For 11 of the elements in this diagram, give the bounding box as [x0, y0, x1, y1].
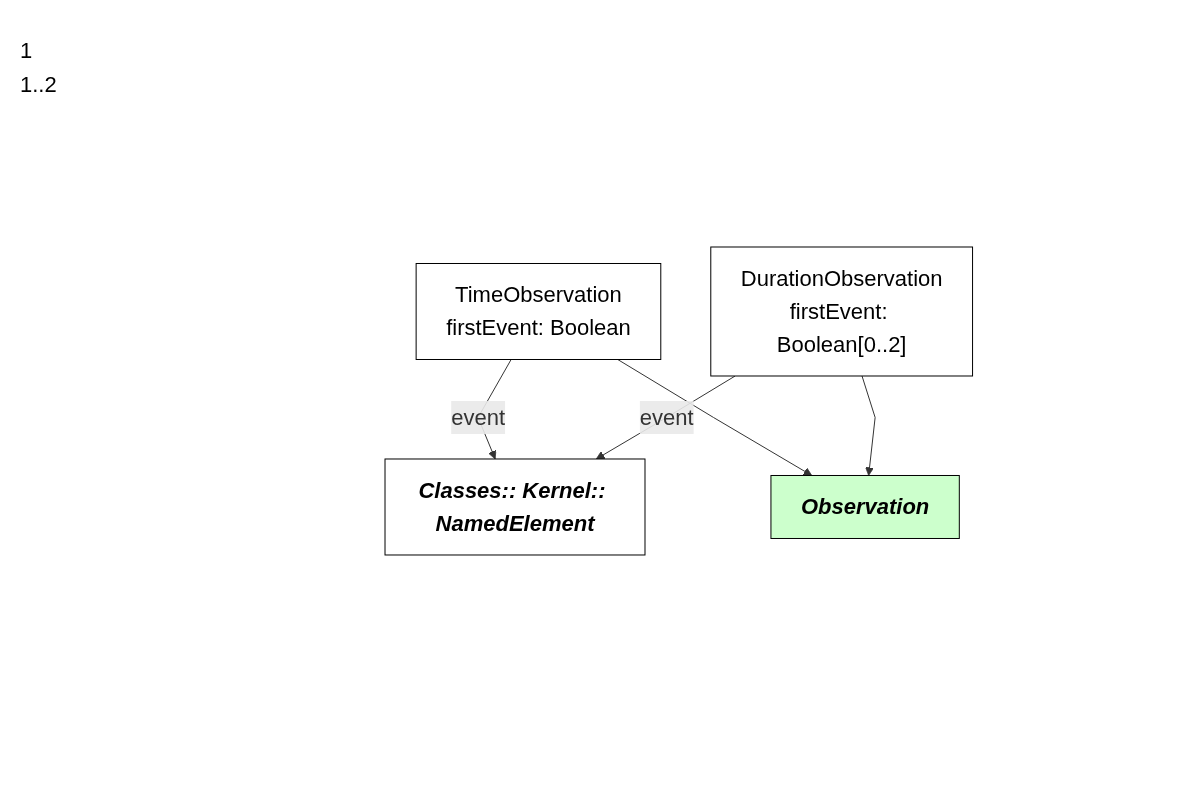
multiplicity-label: 1 — [20, 38, 34, 64]
node-box: Observation — [770, 474, 960, 539]
node-box: TimeObservation firstEvent: Boolean — [415, 262, 661, 360]
arrow — [616, 358, 812, 476]
arrow — [861, 375, 876, 476]
node-box: Classes:: Kernel:: NamedElement — [384, 458, 646, 555]
edge-label: event — [450, 404, 505, 430]
arrow — [595, 375, 736, 459]
node-box: DurationObservation firstEvent: Boolean[0..2] — [710, 246, 973, 376]
edge-label: event — [639, 404, 694, 430]
multiplicity-label: 1..2 — [20, 72, 58, 98]
